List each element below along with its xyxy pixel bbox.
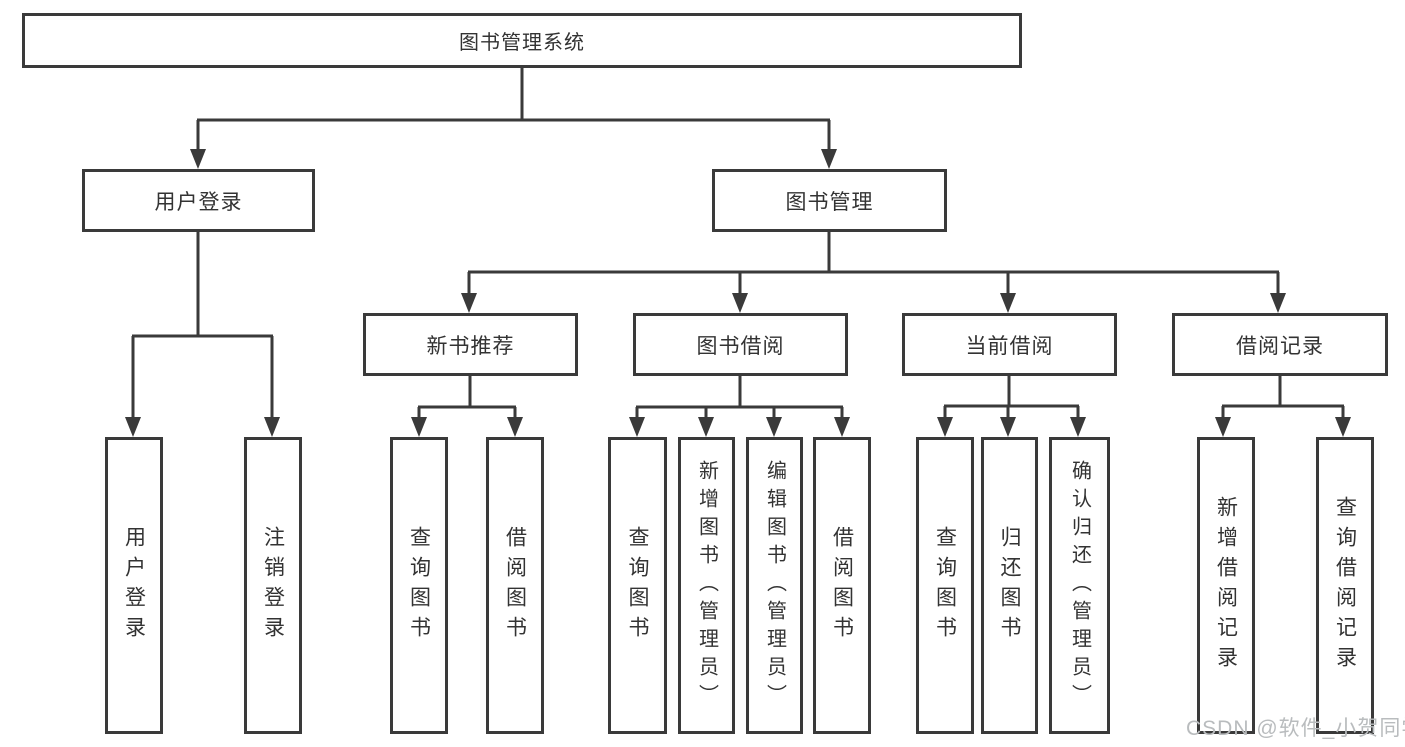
node-root-library-system: 图书管理系统: [22, 13, 1022, 68]
node-user-login: 用户登录: [82, 169, 315, 232]
leaf-add-book-admin: 新增图书（管理员）: [678, 437, 735, 734]
watermark: CSDN @软件_小贺同学: [1186, 717, 1405, 740]
node-new-book-recommend: 新书推荐: [363, 313, 578, 376]
leaf-user-login: 用户登录: [105, 437, 163, 734]
node-borrowing-records: 借阅记录: [1172, 313, 1388, 376]
leaf-confirm-return-admin: 确认归还（管理员）: [1049, 437, 1110, 734]
leaf-query-books-borrow: 查询图书: [608, 437, 667, 734]
leaf-query-books-current: 查询图书: [916, 437, 974, 734]
leaf-borrow-books-recommend: 借阅图书: [486, 437, 544, 734]
leaf-query-borrow-record: 查询借阅记录: [1316, 437, 1374, 734]
leaf-add-borrow-record: 新增借阅记录: [1197, 437, 1255, 734]
leaf-query-books-recommend: 查询图书: [390, 437, 448, 734]
node-book-borrowing: 图书借阅: [633, 313, 848, 376]
leaf-edit-book-admin: 编辑图书（管理员）: [746, 437, 803, 734]
leaf-logout: 注销登录: [244, 437, 302, 734]
node-book-management: 图书管理: [712, 169, 947, 232]
leaf-return-book: 归还图书: [981, 437, 1038, 734]
node-current-borrowing: 当前借阅: [902, 313, 1117, 376]
leaf-borrow-books: 借阅图书: [813, 437, 871, 734]
